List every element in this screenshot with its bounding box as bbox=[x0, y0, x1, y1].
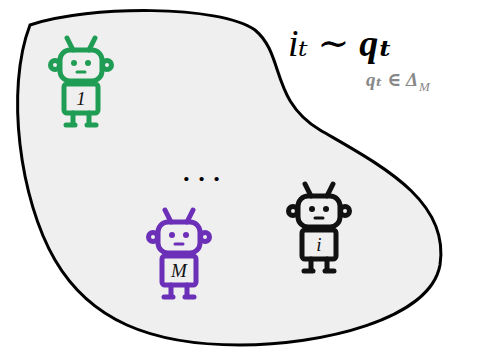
agent-robot: 1 bbox=[46, 34, 116, 129]
robot-icon bbox=[144, 206, 214, 301]
agent-robot: i bbox=[284, 180, 354, 275]
agent-index: M bbox=[164, 258, 194, 283]
robot-icon bbox=[284, 180, 354, 275]
distribution-symbol: qₜ bbox=[359, 24, 392, 62]
agent-index: i bbox=[304, 232, 334, 257]
simplex-constraint: qₜ ∈ Δ bbox=[366, 70, 418, 89]
agent-index: 1 bbox=[66, 86, 96, 111]
sampling-formula: iₜ ∼ bbox=[288, 24, 349, 62]
agent-robot: M bbox=[144, 206, 214, 301]
robot-icon bbox=[46, 34, 116, 129]
subscript: M bbox=[419, 80, 430, 93]
ellipsis: · · · bbox=[182, 166, 221, 192]
region-outline bbox=[18, 11, 441, 345]
